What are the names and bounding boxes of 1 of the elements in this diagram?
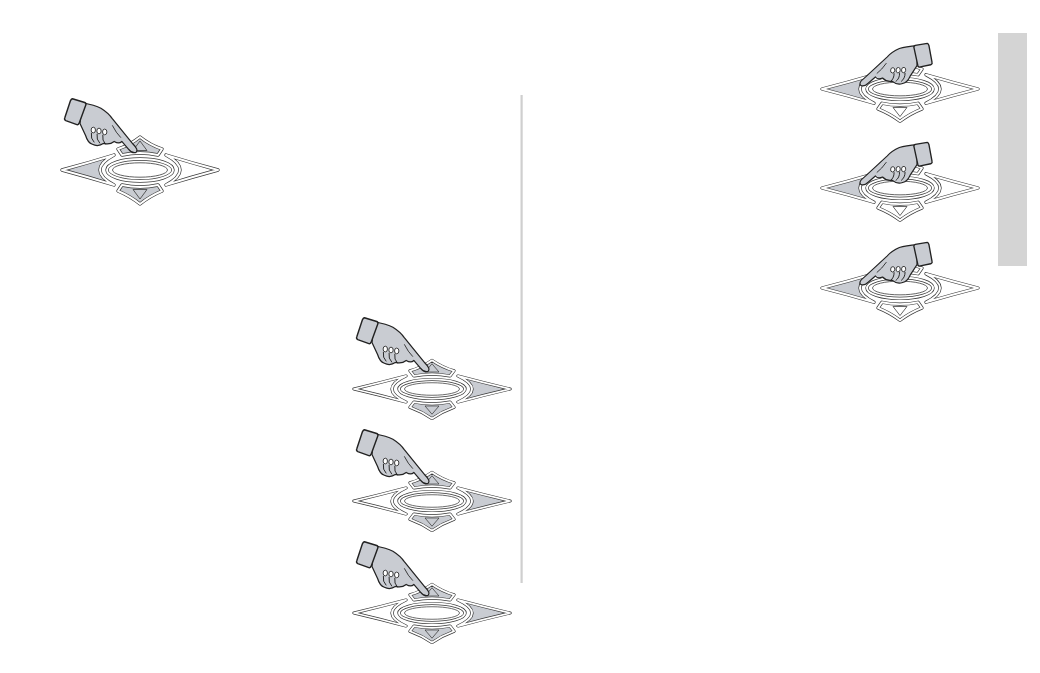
side-tab — [998, 33, 1027, 266]
